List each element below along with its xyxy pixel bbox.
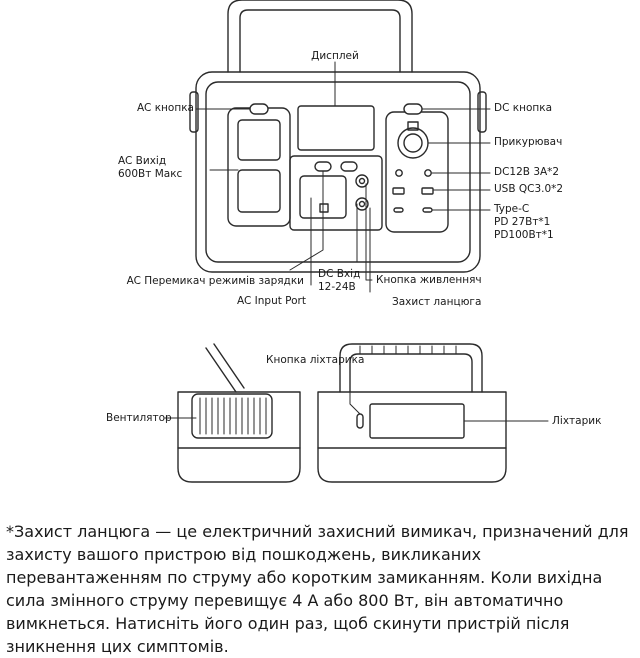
label-dc-input-line2: 12-24B bbox=[318, 281, 356, 293]
label-typec-line3: PD100Вт*1 bbox=[494, 229, 554, 241]
label-ac-button: AC кнопка bbox=[137, 102, 194, 114]
label-ac-output-line1: AC Вихід bbox=[118, 155, 167, 167]
device-body bbox=[195, 71, 481, 273]
carry-handle bbox=[227, 0, 413, 73]
label-typec-line2: PD 27Вт*1 bbox=[494, 216, 551, 228]
label-ac-output-line2: 600Вт Макс bbox=[118, 168, 183, 180]
label-ac-output: AC Вихід 600Вт Макс bbox=[118, 155, 182, 181]
cigarette-socket-shape bbox=[397, 127, 429, 159]
usb-port-right bbox=[421, 187, 434, 195]
ac-outlet-top bbox=[237, 119, 281, 161]
back-view bbox=[317, 343, 549, 483]
device-illustration bbox=[164, 0, 549, 483]
typec-port-right bbox=[422, 207, 433, 213]
typec-port-left bbox=[393, 207, 404, 213]
label-typec-line1: Type-C bbox=[494, 203, 530, 215]
label-ac-input-port: AC Input Port bbox=[236, 295, 306, 307]
label-circuit-protection: Захист ланцюга bbox=[392, 296, 482, 308]
label-power-button: Кнопка живленняч bbox=[376, 274, 482, 286]
front-view bbox=[189, 0, 491, 293]
label-dc-input: DC Вхід 12-24B bbox=[318, 268, 360, 294]
side-view bbox=[164, 343, 301, 483]
flashlight-lens bbox=[369, 403, 465, 439]
dc-button-shape bbox=[403, 103, 423, 115]
label-dc-input-line1: DC Вхід bbox=[318, 268, 361, 280]
power-button-shape bbox=[355, 174, 369, 188]
charge-switch-right bbox=[340, 161, 358, 172]
label-dc12v: DC12B 3A*2 bbox=[494, 166, 560, 178]
power-station-diagram: Дисплей AC кнопка AC Вихід 600Вт Макс DC… bbox=[106, 0, 602, 483]
circuit-breaker-shape bbox=[355, 197, 369, 211]
display-screen bbox=[297, 105, 375, 151]
label-ac-charge-switch: AC Перемикач режимів зарядки bbox=[126, 275, 304, 287]
fan-grille bbox=[191, 393, 273, 439]
label-display: Дисплей bbox=[311, 50, 359, 62]
ac-outlet-bottom bbox=[237, 169, 281, 213]
input-panel bbox=[289, 155, 383, 231]
back-body bbox=[317, 391, 507, 483]
flashlight-button-shape bbox=[356, 413, 364, 429]
circuit-protection-footnote: *Захист ланцюга — це електричний захисни… bbox=[6, 522, 629, 656]
label-flashlight: Ліхтарик bbox=[552, 415, 602, 427]
charge-switch-left bbox=[314, 161, 332, 172]
usb-port-left bbox=[392, 187, 405, 195]
label-usb-qc: USB QC3.0*2 bbox=[494, 183, 564, 195]
label-cigarette-lighter: Прикурювач bbox=[494, 136, 563, 148]
label-fan: Вентилятор bbox=[106, 412, 172, 424]
back-handle bbox=[339, 343, 483, 393]
label-flashlight-button: Кнопка ліхтарика bbox=[266, 354, 365, 366]
label-dc-button: DC кнопка bbox=[494, 102, 553, 114]
side-body bbox=[177, 391, 301, 483]
label-typec: Type-C PD 27Вт*1 PD100Вт*1 bbox=[494, 203, 554, 242]
ac-button-shape bbox=[249, 103, 269, 115]
